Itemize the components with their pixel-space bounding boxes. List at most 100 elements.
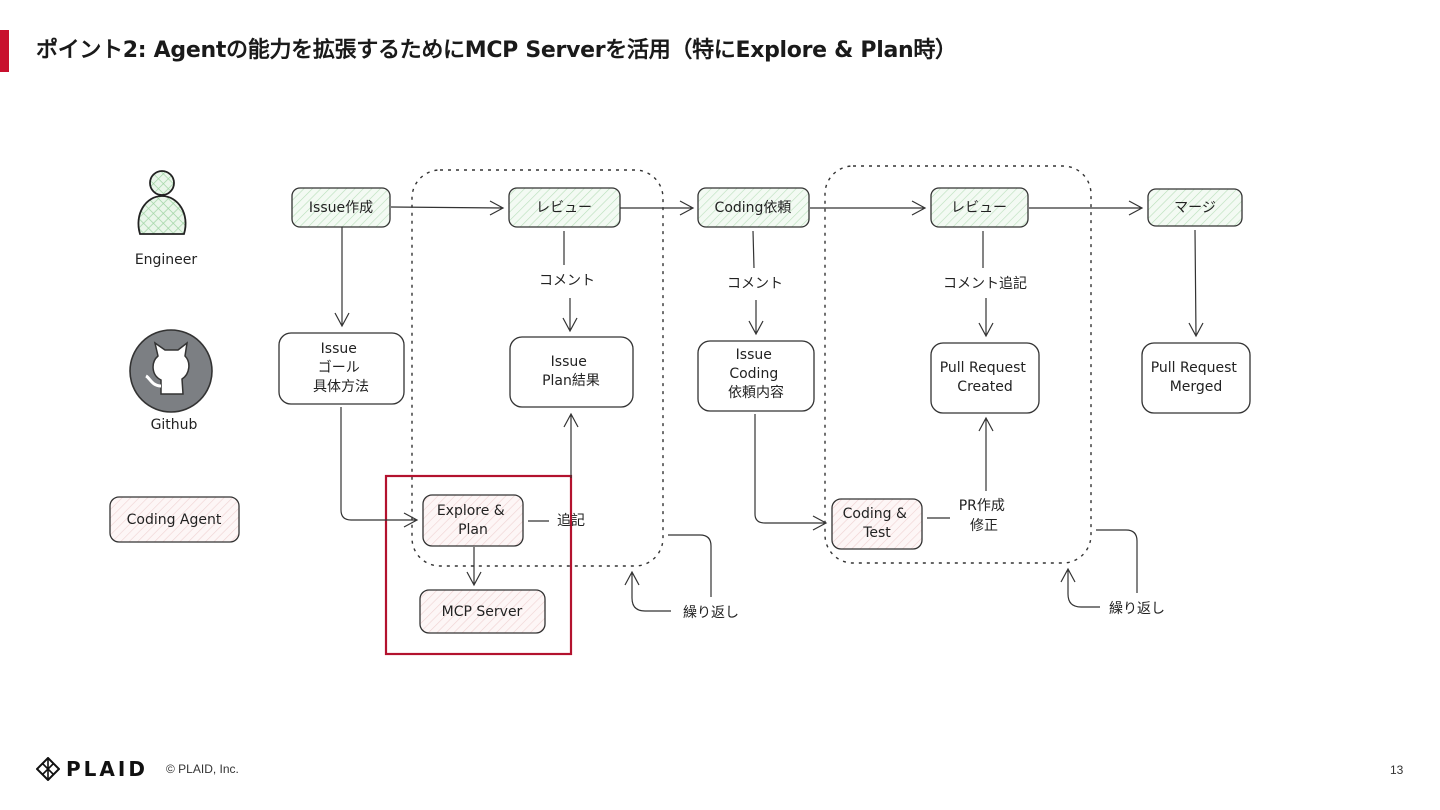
svg-text:マージ: マージ — [1174, 200, 1216, 216]
node-issue-goal: Issue ゴール 具体方法 — [278, 332, 405, 405]
node-coding-test-line2: Test — [862, 525, 891, 541]
coding-loop-region — [824, 165, 1092, 564]
copyright: © PLAID, Inc. — [166, 762, 239, 776]
svg-text:コメント: コメント — [727, 276, 783, 292]
title-accent-bar — [0, 30, 9, 72]
node-mcp-server-line1: MCP Server — [442, 604, 523, 620]
node-coding-request-line1: Coding依頼 — [715, 200, 792, 216]
node-pr-merged-line2: Merged — [1170, 379, 1223, 395]
node-issue-coding-line1: Issue — [736, 347, 772, 363]
svg-text:Pull Request Created: Pull Request Created — [940, 360, 1031, 395]
coding-agent-label: Coding Agent — [127, 512, 222, 528]
node-review2: レビュー — [930, 187, 1029, 228]
edge-coding-request-to-issue-coding — [748, 230, 764, 336]
svg-text:追記: 追記 — [557, 512, 585, 529]
node-explore-plan-line1: Explore & — [437, 503, 505, 519]
svg-text:繰り返し: 繰り返し — [1109, 601, 1165, 617]
node-issue-create: Issue作成 — [291, 187, 391, 228]
page-number: 13 — [1390, 763, 1404, 777]
node-issue-plan-line1: Issue — [551, 354, 587, 370]
node-pr-created: Pull Request Created — [930, 342, 1040, 414]
edge-issue-create-to-issue-goal — [334, 227, 350, 328]
edge-review1-to-issue-plan — [562, 231, 578, 333]
node-merge: マージ — [1147, 188, 1243, 227]
node-coding-request: Coding依頼 — [697, 187, 810, 228]
edge-label-pr-fix-line2: 修正 — [970, 518, 998, 534]
edge-merge-to-pr-merged — [1188, 229, 1204, 338]
svg-text:繰り返し: 繰り返し — [683, 605, 739, 621]
node-issue-goal-line3: 具体方法 — [313, 379, 369, 395]
svg-text:Issue作成: Issue作成 — [309, 200, 373, 216]
svg-text:MCP Server: MCP Server — [442, 604, 523, 620]
github-lane: Github — [129, 329, 213, 433]
svg-text:Explore & Plan: Explore & Plan — [437, 503, 509, 538]
svg-text:レビュー: レビュー — [536, 200, 592, 216]
node-explore-plan-line2: Plan — [458, 522, 488, 538]
edge-review2-to-merge — [1029, 200, 1144, 216]
svg-text:Coding依頼: Coding依頼 — [715, 200, 792, 216]
node-issue-goal-line1: Issue — [321, 341, 357, 357]
github-icon — [129, 329, 213, 413]
node-pr-merged-line1: Pull Request — [1151, 360, 1238, 376]
coding-agent-badge — [109, 496, 240, 543]
node-pr-created-line2: Created — [957, 379, 1012, 395]
svg-text:Issue Coding 依頼内容: Issue Coding 依頼内容 — [728, 347, 784, 401]
edge-label-repeat2: 繰り返し — [1109, 601, 1165, 617]
edge-issue-goal-to-explore-plan — [340, 407, 419, 528]
engineer-lane: Engineer — [135, 170, 198, 268]
svg-text:レビュー: レビュー — [951, 200, 1007, 216]
github-label: Github — [151, 417, 198, 433]
edge-coding-test-to-pr-created — [978, 416, 994, 491]
node-issue-coding-line2: Coding — [729, 366, 778, 382]
edge-label-comment-append: コメント追記 — [943, 275, 1027, 292]
edge-repeat2 — [1060, 529, 1138, 608]
engineer-label: Engineer — [135, 252, 198, 268]
node-review1: レビュー — [508, 187, 621, 228]
edges — [334, 200, 1204, 612]
person-icon — [137, 170, 187, 235]
svg-text:Pull Request Merged: Pull Request Merged — [1151, 360, 1242, 395]
node-pr-created-line1: Pull Request — [940, 360, 1027, 376]
edge-label-append: 追記 — [557, 512, 585, 529]
plaid-mark-icon — [36, 757, 60, 781]
page-title: ポイント2: Agentの能力を拡張するためにMCP Serverを活用（特にE… — [36, 38, 957, 63]
node-mcp-server: MCP Server — [419, 589, 546, 634]
svg-text:Issue ゴール 具体方法: Issue ゴール 具体方法 — [313, 341, 369, 395]
edge-label-comment1: コメント — [539, 273, 595, 289]
node-review2-line1: レビュー — [951, 200, 1007, 216]
node-coding-test: Coding & Test — [831, 498, 923, 550]
edge-explore-plan-to-mcp — [466, 547, 482, 587]
plaid-brand: PLAID — [66, 757, 148, 781]
node-issue-coding: Issue Coding 依頼内容 — [697, 340, 815, 412]
edge-repeat1 — [624, 534, 712, 612]
node-issue-plan: Issue Plan結果 — [509, 336, 634, 408]
svg-text:Coding & Test: Coding & Test — [843, 506, 912, 541]
edge-label-pr-fix-line1: PR作成 — [959, 498, 1005, 514]
coding-agent-lane: Coding Agent — [109, 496, 240, 543]
review-loop-region — [411, 169, 664, 567]
edge-review2-to-pr-created — [978, 231, 994, 338]
svg-text:Issue Plan結果: Issue Plan結果 — [542, 354, 600, 389]
node-pr-merged: Pull Request Merged — [1141, 342, 1251, 414]
edge-issue-coding-to-coding-test — [754, 414, 828, 531]
edge-review1-to-coding-request — [620, 200, 695, 216]
node-issue-goal-line2: ゴール — [318, 359, 360, 376]
node-issue-plan-line2: Plan結果 — [542, 373, 600, 389]
node-issue-create-line1: Issue作成 — [309, 200, 373, 216]
edge-coding-request-to-review2 — [810, 200, 927, 216]
node-review1-line1: レビュー — [536, 200, 592, 216]
edge-label-repeat1: 繰り返し — [683, 605, 739, 621]
node-explore-plan: Explore & Plan — [422, 494, 524, 547]
svg-text:コメント追記: コメント追記 — [943, 275, 1027, 292]
mcp-highlight-frame — [384, 474, 573, 656]
svg-text:コメント: コメント — [539, 273, 595, 289]
node-coding-test-line1: Coding & — [843, 506, 907, 522]
edge-label-comment2: コメント — [727, 276, 783, 292]
edge-plan-to-issue-plan — [563, 412, 579, 478]
node-merge-line1: マージ — [1174, 200, 1216, 216]
plaid-logo: PLAID — [36, 757, 148, 781]
svg-text:PR作成 修正: PR作成 修正 — [959, 498, 1010, 534]
node-issue-coding-line3: 依頼内容 — [728, 384, 784, 401]
edge-issue-create-to-review1 — [390, 200, 505, 216]
